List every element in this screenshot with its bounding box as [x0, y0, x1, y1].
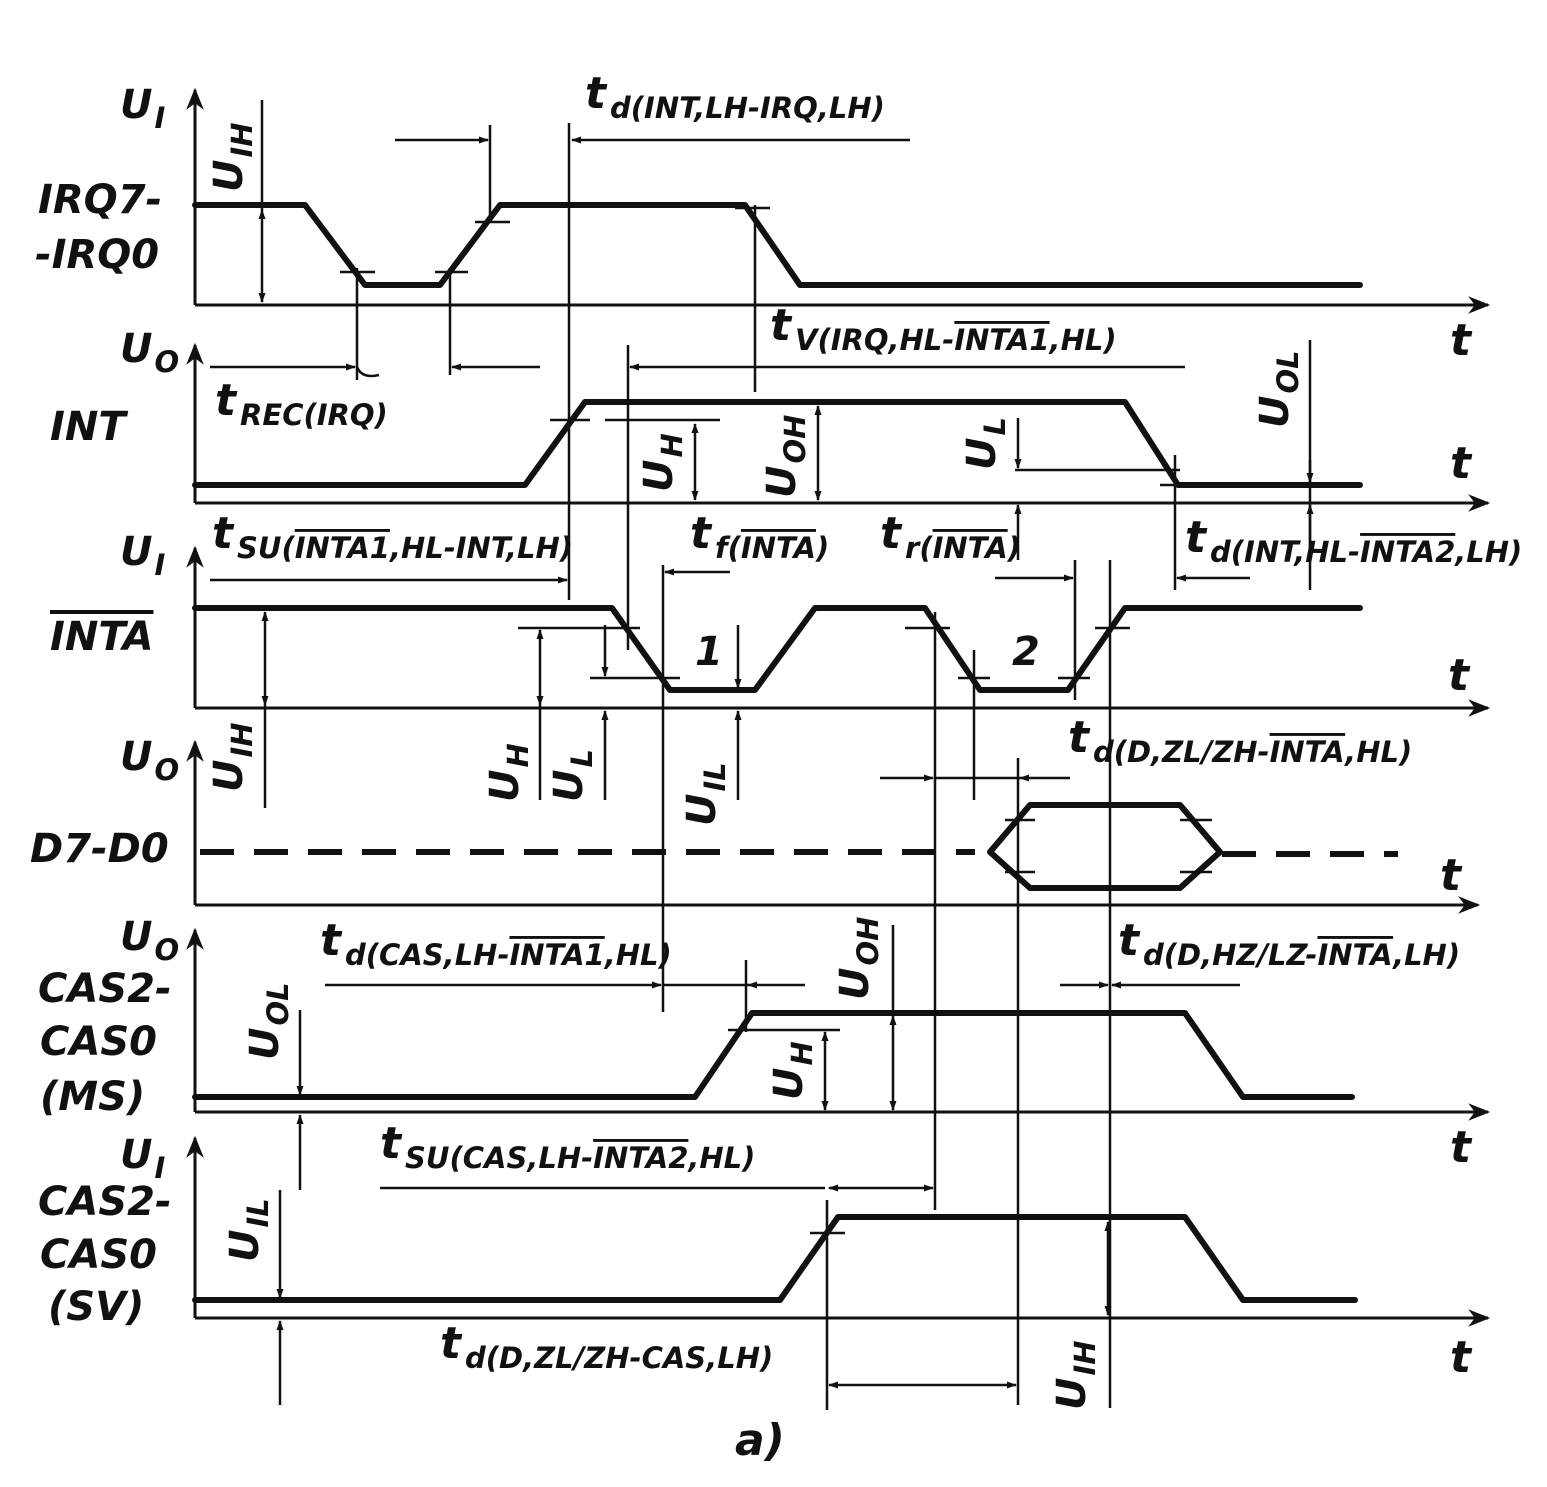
level-ul-inta: UL: [546, 749, 599, 802]
waveforms: [192, 202, 1398, 1303]
axis-end-cas-ms: t: [1450, 1122, 1473, 1173]
pulse-label-2: 2: [1012, 629, 1040, 675]
wave-irq: [192, 202, 1363, 288]
axis-label-data: UO: [120, 734, 179, 787]
axis-label-cas-ms: UO: [120, 914, 179, 967]
wave-data-valid: [987, 802, 1223, 891]
wave-cas-sv: [192, 1214, 1358, 1303]
axis-end-irq: t: [1450, 315, 1473, 366]
axis-end-cas-sv: t: [1450, 1332, 1473, 1383]
signal-name-cas-sv-line2: CAS0: [40, 1232, 157, 1278]
signal-name-cas-ms-line3: (MS): [40, 1074, 145, 1120]
axis-end-data: t: [1440, 850, 1463, 901]
figure-caption: a): [735, 1415, 785, 1466]
level-ul-int: UL: [959, 417, 1012, 470]
axis-label-int: UO: [120, 326, 179, 379]
signal-name-int: INT: [50, 404, 128, 450]
level-uh-cas: UH: [766, 1041, 819, 1100]
wave-cas-ms: [192, 1010, 1355, 1100]
threshold-ticks: [340, 206, 1212, 1235]
axis-label-inta: UI: [120, 529, 165, 582]
level-uoh-int: UOH: [759, 415, 812, 498]
level-uih-irq: UIH: [206, 122, 259, 192]
signal-name-cas-ms-line2: CAS0: [40, 1019, 157, 1065]
signal-labels: UI IRQ7- -IRQ0 t UO INT t UI INTA t UO D…: [30, 82, 1473, 1383]
signal-name-data: D7-D0: [30, 826, 169, 872]
axis-end-int: t: [1450, 438, 1473, 489]
signal-name-cas-ms-line1: CAS2-: [38, 966, 172, 1012]
timing-arrows: [210, 136, 1250, 1389]
level-uol-int: UOL: [1252, 350, 1305, 428]
wave-inta: [192, 605, 1363, 693]
level-uol-cas: UOL: [242, 982, 295, 1060]
axis-end-inta: t: [1448, 650, 1471, 701]
signal-name-irq-line1: IRQ7-: [38, 177, 162, 223]
level-uh-inta: UH: [482, 743, 535, 802]
signal-name-cas-sv-line1: CAS2-: [38, 1179, 172, 1225]
level-uil-inta: UIL: [679, 762, 732, 826]
level-uil-sv: UIL: [222, 1198, 275, 1262]
axis-label-cas-sv: UI: [120, 1132, 165, 1185]
level-labels: UIH UIH UH UOH UL UOL UH UL UIL UOL UH U…: [206, 122, 1305, 1410]
level-uh-int: UH: [636, 433, 689, 492]
wave-int: [192, 399, 1363, 488]
signal-name-cas-sv-line3: (SV): [48, 1284, 144, 1330]
level-arrows: [258, 100, 1314, 1405]
level-uih-sv: UIH: [1049, 1340, 1102, 1410]
axis-label-irq: UI: [120, 82, 165, 135]
signal-name-inta: INTA: [50, 614, 154, 660]
axes: [186, 87, 1491, 1327]
pulse-label-1: 1: [695, 629, 723, 675]
signal-name-irq-line2: -IRQ0: [35, 232, 159, 278]
level-uoh-cas: UOH: [832, 917, 885, 1000]
level-uih-inta: UIH: [206, 722, 259, 792]
